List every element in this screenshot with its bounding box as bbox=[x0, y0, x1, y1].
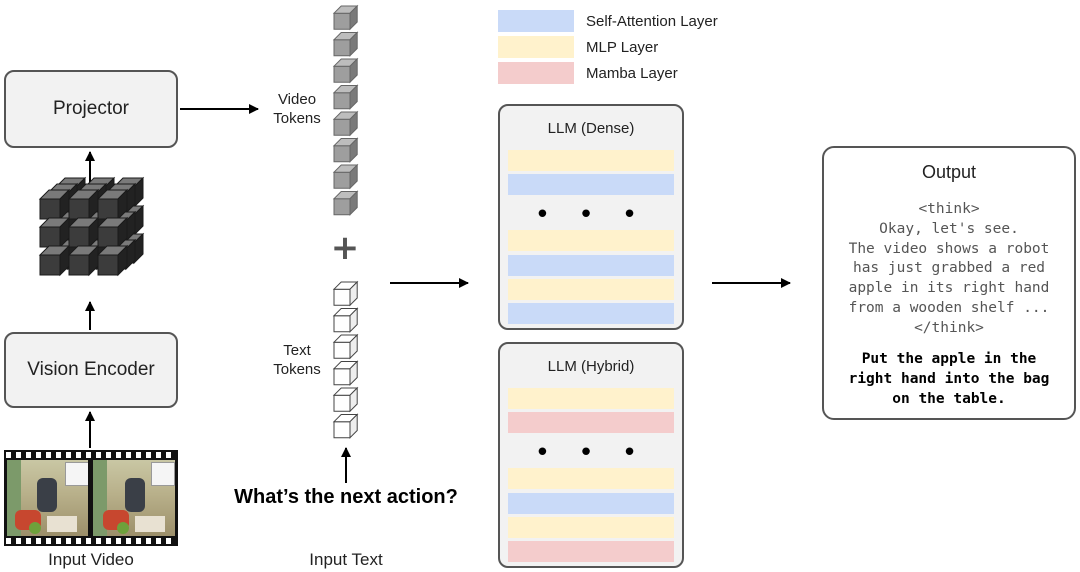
projector-label: Projector bbox=[52, 98, 130, 119]
llm-dense-title: LLM (Dense) bbox=[547, 120, 635, 137]
video-token-cube bbox=[332, 84, 359, 110]
llm-dense-layer bbox=[508, 279, 674, 300]
output-reasoning-line: <think> bbox=[918, 201, 980, 217]
video-frame-2 bbox=[93, 460, 175, 536]
video-token-cube bbox=[332, 137, 359, 163]
output-reasoning-line: apple in its right hand bbox=[848, 280, 1050, 297]
legend-label-mamba: Mamba Layer bbox=[586, 65, 678, 82]
llm-hybrid-layer bbox=[508, 388, 674, 409]
legend-swatch-self-attention bbox=[498, 10, 574, 32]
video-token-cube bbox=[332, 163, 359, 190]
vision-encoder-box: Vision Encoder bbox=[4, 332, 178, 408]
projector-box: Projector bbox=[4, 70, 178, 148]
video-frame-1 bbox=[7, 460, 88, 536]
feature-voxel bbox=[67, 188, 100, 221]
legend-swatch-mlp bbox=[498, 36, 574, 58]
output-reasoning-line: has just grabbed a red bbox=[852, 260, 1046, 277]
feature-voxel bbox=[96, 244, 129, 277]
output-reasoning: <think> Okay, let's see. The video shows a… bbox=[824, 200, 1074, 339]
text-tokens-label-line2: Tokens bbox=[273, 361, 321, 378]
feature-voxel bbox=[38, 244, 71, 277]
llm-hybrid-ellipsis: • • • bbox=[534, 438, 648, 468]
llm-hybrid-layer bbox=[508, 412, 674, 433]
llm-hybrid-layer bbox=[508, 541, 674, 562]
llm-hybrid-layer bbox=[508, 517, 674, 538]
video-token-cube bbox=[332, 31, 359, 57]
text-tokens-label-line1: Text bbox=[283, 342, 311, 359]
input-video-label: Input Video bbox=[48, 550, 134, 569]
text-token-cube bbox=[332, 386, 359, 413]
output-reasoning-line: The video shows a robot bbox=[848, 240, 1050, 257]
output-reasoning-line: Okay, let's see. bbox=[879, 220, 1019, 237]
input-text-label: Input Text bbox=[309, 550, 383, 569]
video-token-cube bbox=[332, 190, 359, 216]
llm-dense-layer bbox=[508, 150, 674, 171]
llm-dense-layer bbox=[508, 230, 674, 251]
output-title: Output bbox=[921, 162, 977, 182]
video-token-cube bbox=[332, 4, 359, 31]
video-tokens-label: Video Tokens bbox=[270, 90, 324, 128]
vision-encoder-label: Vision Encoder bbox=[27, 359, 155, 380]
video-tokens-label-line2: Tokens bbox=[273, 110, 321, 127]
output-reasoning-line: </think> bbox=[914, 319, 984, 336]
feature-voxel bbox=[96, 188, 129, 221]
llm-hybrid-layer bbox=[508, 468, 674, 489]
legend-label-self-attention: Self-Attention Layer bbox=[586, 13, 718, 30]
plus-sign: + bbox=[330, 228, 360, 268]
feature-voxel bbox=[96, 216, 129, 249]
video-token-cube bbox=[332, 110, 359, 137]
video-tokens-label-line1: Video bbox=[277, 91, 317, 108]
llm-dense-layer bbox=[508, 255, 674, 276]
output-answer-line: Put the apple in the bbox=[861, 351, 1037, 367]
film-sprockets-bottom bbox=[6, 538, 176, 544]
feature-voxel bbox=[67, 216, 100, 249]
text-tokens-label: Text Tokens bbox=[270, 341, 324, 379]
text-token-cube bbox=[332, 280, 359, 307]
film-sprockets-top bbox=[6, 452, 176, 458]
output-answer: Put the apple in the right hand into the … bbox=[824, 350, 1074, 409]
llm-dense-layer bbox=[508, 303, 674, 324]
output-box: Output <think> Okay, let's see. The video … bbox=[822, 146, 1076, 420]
legend-swatch-mamba bbox=[498, 62, 574, 84]
video-token-cube bbox=[332, 57, 359, 84]
output-answer-line: on the table. bbox=[892, 390, 1006, 407]
llm-hybrid-title: LLM (Hybrid) bbox=[547, 358, 635, 375]
llm-hybrid-box: LLM (Hybrid) • • • bbox=[498, 342, 684, 568]
output-reasoning-line: from a wooden shelf ... bbox=[848, 299, 1050, 316]
legend-label-mlp: MLP Layer bbox=[586, 39, 659, 56]
llm-dense-layer bbox=[508, 174, 674, 195]
text-token-cube bbox=[332, 307, 359, 333]
llm-hybrid-layer bbox=[508, 493, 674, 514]
llm-dense-ellipsis: • • • bbox=[534, 200, 648, 230]
text-token-cube bbox=[332, 333, 359, 360]
feature-voxel bbox=[67, 244, 100, 277]
text-token-cube bbox=[332, 413, 359, 439]
question-text: What’s the next action? bbox=[234, 486, 458, 508]
input-video-filmstrip bbox=[4, 450, 178, 546]
llm-dense-box: LLM (Dense) • • • bbox=[498, 104, 684, 330]
text-token-cube bbox=[332, 360, 359, 386]
feature-voxel bbox=[38, 216, 71, 249]
output-answer-line: right hand into the bag bbox=[848, 370, 1050, 387]
